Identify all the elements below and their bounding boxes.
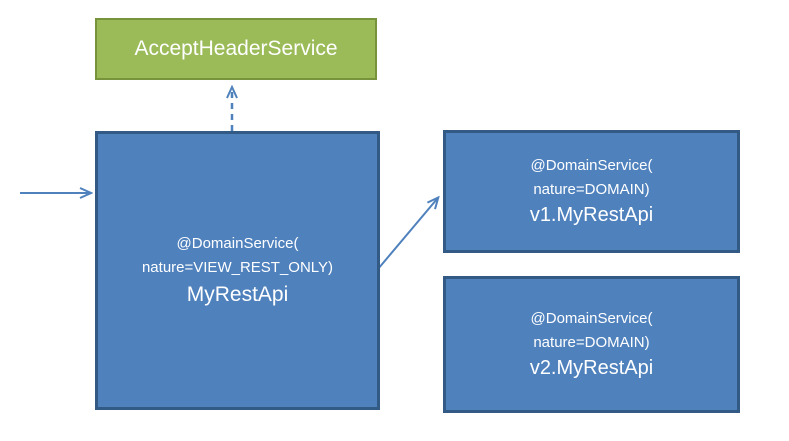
v2-annotation-line1: @DomainService( <box>530 309 653 327</box>
accept-header-service-label: AcceptHeaderService <box>134 37 338 61</box>
node-v1-my-rest-api: @DomainService( nature=DOMAIN) v1.MyRest… <box>443 130 740 253</box>
my-rest-api-label: MyRestApi <box>186 282 289 306</box>
v1-annotation-line2: nature=DOMAIN) <box>533 181 650 198</box>
my-rest-api-annotation-line2: nature=VIEW_REST_ONLY) <box>141 259 334 277</box>
v1-annotation-line1: @DomainService( <box>530 156 653 174</box>
my-rest-api-annotation-line1: @DomainService( <box>176 235 299 253</box>
v2-annotation-line2: nature=DOMAIN) <box>533 334 650 351</box>
v2-my-rest-api-label: v2.MyRestApi <box>529 357 654 380</box>
node-my-rest-api: @DomainService( nature=VIEW_REST_ONLY) M… <box>95 131 380 410</box>
node-accept-header-service: AcceptHeaderService <box>95 18 377 80</box>
v1-my-rest-api-label: v1.MyRestApi <box>529 204 654 227</box>
arrow-to-v1-myrestapi <box>377 199 437 270</box>
node-v2-my-rest-api: @DomainService( nature=DOMAIN) v2.MyRest… <box>443 276 740 413</box>
